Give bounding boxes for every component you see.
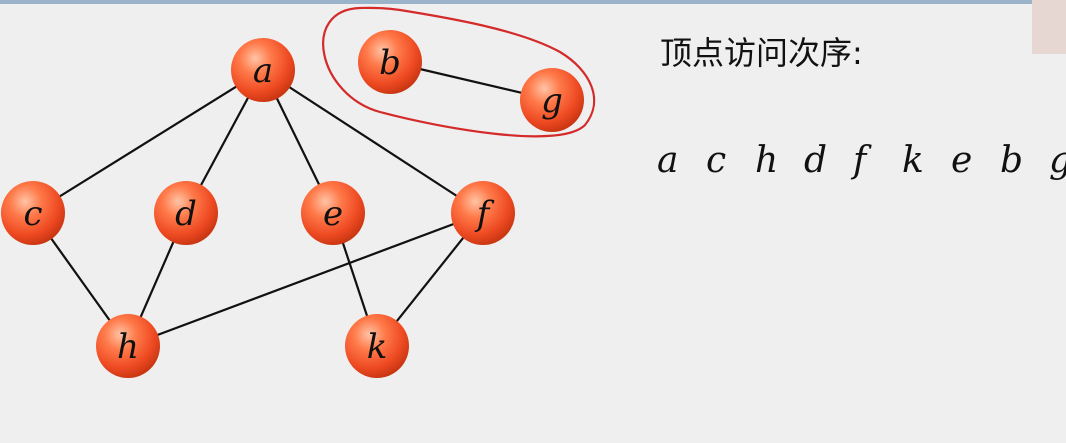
edge-a-f	[262, 69, 484, 214]
visit-order-item: d	[804, 140, 828, 181]
visit-order-item: f	[853, 140, 867, 181]
node-label-e: e	[323, 194, 343, 234]
node-circle-d	[154, 181, 218, 245]
edge-f-h	[127, 211, 484, 348]
visit-order-item: g	[1049, 140, 1066, 181]
node-h: h	[96, 314, 160, 378]
visit-order-item: c	[706, 140, 727, 181]
node-circle-c	[1, 181, 65, 245]
top-divider	[0, 0, 1040, 4]
node-g: g	[520, 68, 584, 132]
visit-order-item: b	[1000, 140, 1024, 181]
visit-order-title: 顶点访问次序:	[660, 34, 863, 72]
node-circle-k	[345, 314, 409, 378]
node-k: k	[345, 314, 409, 378]
node-label-a: a	[253, 51, 273, 91]
node-label-g: g	[541, 81, 563, 121]
handdrawn-highlight-circle	[322, 6, 596, 138]
node-e: e	[301, 181, 365, 245]
node-f: f	[451, 181, 515, 245]
node-d: d	[154, 181, 218, 245]
node-label-b: b	[379, 43, 401, 83]
node-label-d: d	[175, 194, 197, 234]
node-label-c: c	[23, 194, 42, 234]
presenter-thumbnail	[1032, 0, 1066, 54]
node-a: a	[231, 38, 295, 102]
node-label-h: h	[117, 327, 139, 367]
nodes-layer: a b g c d e f h k	[1, 30, 584, 378]
node-circle-e	[301, 181, 365, 245]
node-circle-f	[451, 181, 515, 245]
visit-order-item: e	[951, 140, 973, 181]
node-circle-a	[231, 38, 295, 102]
edge-a-c	[32, 69, 264, 214]
node-c: c	[1, 181, 65, 245]
visit-order-item: a	[657, 140, 679, 181]
node-b: b	[358, 30, 422, 94]
node-label-k: k	[367, 327, 388, 367]
graph-diagram: a b g c d e f h k	[1, 6, 596, 378]
visit-order-item: k	[902, 140, 924, 181]
node-circle-h	[96, 314, 160, 378]
visit-order-item: h	[755, 140, 779, 181]
visit-order-sequence: achdfkebg	[657, 140, 1066, 181]
node-circle-b	[358, 30, 422, 94]
node-circle-g	[520, 68, 584, 132]
